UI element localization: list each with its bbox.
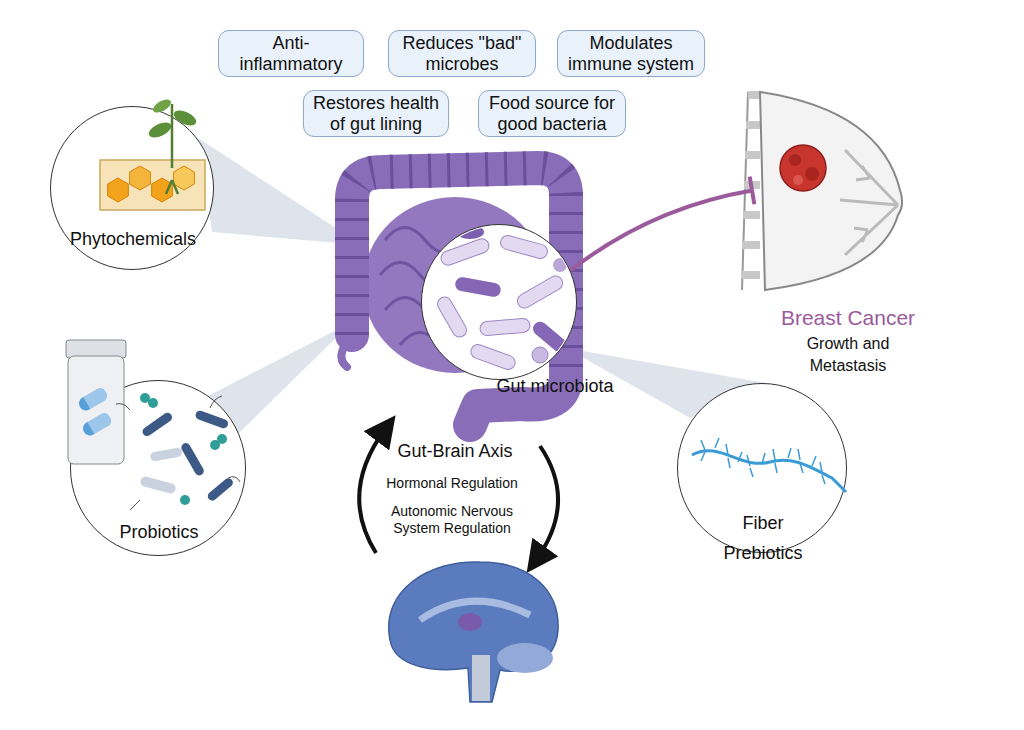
source-circle: Fiber Prebiotics	[677, 383, 847, 553]
benefit-pill: Modulates immune system	[557, 30, 705, 77]
brain	[389, 562, 558, 702]
appendix	[341, 345, 347, 367]
node-label: Phytochemicals	[51, 224, 215, 254]
tumor-figure: Breast CancerGrowth and Metastasis	[752, 90, 944, 370]
benefit-pill: Restores health of gut lining	[303, 90, 449, 137]
node-label: Restores health of gut lining	[310, 93, 442, 134]
breast-outline	[760, 92, 902, 290]
node-label: Fiber Prebiotics	[713, 508, 813, 568]
cerebellum	[497, 643, 553, 673]
inhibition-connector	[570, 177, 754, 271]
axis-note: Autonomic Nervous System Regulation	[372, 503, 532, 537]
brainstem	[472, 655, 490, 701]
cycle-arrow	[536, 446, 558, 560]
node-label: Gut microbiota	[490, 371, 620, 401]
source-circle: Phytochemicals	[50, 106, 214, 270]
tumor-texture	[805, 167, 819, 181]
source-circle: Probiotics	[70, 380, 246, 556]
tumor	[780, 145, 826, 191]
axis-note: Hormonal Regulation	[362, 474, 542, 492]
cycle-arrow	[359, 428, 386, 553]
focus-wedge	[198, 138, 362, 245]
thalamus	[458, 613, 482, 631]
ribs	[742, 95, 760, 275]
node-label: Probiotics	[71, 517, 247, 547]
node-label: Breast Cancer	[752, 306, 944, 330]
chest-wall	[742, 92, 748, 290]
zoom-circle: Gut microbiota	[421, 224, 577, 380]
tumor-texture	[789, 154, 801, 166]
benefit-pill: Anti- inflammatory	[218, 30, 364, 77]
axis-title: Gut-Brain Axis	[365, 440, 545, 462]
node-label: Modulates immune system	[564, 33, 698, 74]
milk-ducts	[840, 150, 898, 255]
tumor-texture	[793, 175, 803, 185]
corpus-callosum	[420, 601, 530, 620]
inhibition-bar	[750, 177, 755, 205]
bottle-cap	[66, 340, 126, 358]
benefit-pill: Reduces "bad" microbes	[388, 30, 536, 77]
benefit-pill: Food source for good bacteria	[478, 90, 626, 137]
connector-line	[570, 190, 752, 270]
node-label: Reduces "bad" microbes	[395, 33, 529, 74]
node-label: Anti- inflammatory	[225, 33, 357, 74]
node-label: Food source for good bacteria	[485, 93, 619, 134]
node-subtitle: Growth and Metastasis	[788, 333, 908, 377]
